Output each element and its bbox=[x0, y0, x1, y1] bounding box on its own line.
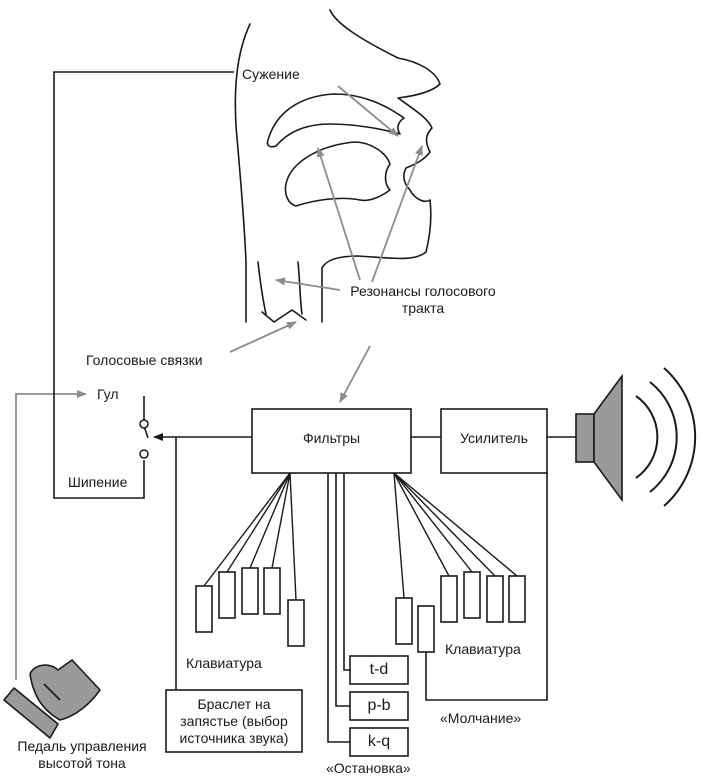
stop-key-td bbox=[349, 655, 409, 685]
keyboard-right-label: Клавиатура bbox=[445, 641, 521, 657]
switch-contact-hiss bbox=[139, 449, 149, 459]
wiring bbox=[53, 71, 576, 743]
key bbox=[486, 575, 504, 623]
right-keyboard bbox=[393, 472, 526, 653]
wrist-label-line2: запястье (выбор bbox=[180, 713, 288, 729]
wrist-label-line3: источника звука) bbox=[179, 730, 289, 746]
constriction-wire bbox=[53, 71, 234, 499]
face-profile-outline bbox=[321, 9, 441, 323]
constriction-label: Сужение bbox=[242, 66, 300, 82]
gray-arrows bbox=[15, 85, 423, 680]
resonances-label-line1: Резонансы голосового bbox=[350, 283, 496, 299]
hum-label: Гул bbox=[97, 386, 119, 402]
amplifier-box bbox=[440, 408, 548, 474]
silence-key bbox=[417, 605, 435, 653]
sound-waves-icon bbox=[635, 367, 697, 507]
silence-label: «Молчание» bbox=[440, 710, 522, 726]
pedal-label: Педаль управления высотой тона bbox=[2, 738, 162, 772]
switch-contact-hum bbox=[139, 419, 149, 429]
wrist-label-line1: Браслет на bbox=[197, 696, 271, 712]
resonance-arrow-1 bbox=[316, 147, 361, 281]
back-of-head-outline bbox=[234, 23, 251, 323]
epiglottis-outline bbox=[257, 261, 267, 315]
pedal-to-hum-arrow bbox=[15, 390, 87, 680]
key bbox=[241, 567, 259, 615]
key-td-label: t-d bbox=[369, 661, 389, 678]
resonances-label: Резонансы голосового тракта bbox=[336, 283, 510, 317]
key bbox=[463, 571, 481, 619]
resonance-arrow-3 bbox=[275, 277, 341, 291]
pedal-label-line2: высотой тона bbox=[38, 755, 126, 771]
palate-outline bbox=[266, 93, 405, 148]
key-kq-label: k-q bbox=[367, 733, 391, 750]
silence-wire bbox=[425, 473, 548, 701]
wrist-label: Браслет на запястье (выбор источника зву… bbox=[166, 696, 302, 747]
resonance-arrow-2 bbox=[371, 145, 423, 283]
filters-label: Фильтры bbox=[302, 430, 361, 446]
speaker-icon bbox=[575, 373, 623, 503]
vocal-cords-shape bbox=[261, 309, 307, 323]
head-to-filters-arrow bbox=[339, 345, 371, 403]
wrist-box bbox=[165, 689, 303, 753]
stop-key-kq bbox=[349, 727, 409, 757]
foot-pedal-icon bbox=[3, 659, 101, 739]
left-keyboard bbox=[195, 472, 305, 647]
amplifier-label: Усилитель bbox=[460, 430, 528, 446]
key-pb-label: p-b bbox=[367, 697, 391, 714]
keyboard-left-label: Клавиатура bbox=[186, 655, 262, 671]
vocal-cords-label: Голосовые связки bbox=[86, 352, 203, 368]
key bbox=[508, 575, 526, 623]
hiss-label: Шипение bbox=[68, 474, 128, 490]
head-cross-section bbox=[234, 9, 441, 323]
larynx-outline bbox=[297, 261, 303, 315]
key bbox=[395, 597, 413, 645]
stop-key-pb bbox=[349, 691, 409, 721]
constriction-arrow bbox=[337, 85, 399, 137]
pedal-label-line1: Педаль управления bbox=[17, 738, 147, 754]
key bbox=[263, 567, 281, 615]
stop-wire-2 bbox=[335, 473, 350, 707]
stop-wire-3 bbox=[343, 473, 350, 671]
key bbox=[440, 575, 458, 623]
key bbox=[287, 599, 305, 647]
tongue-outline bbox=[284, 141, 391, 207]
vocal-cords-arrow bbox=[229, 321, 297, 353]
key bbox=[218, 571, 236, 619]
resonances-label-line2: тракта bbox=[401, 300, 445, 316]
stop-wire-1 bbox=[327, 473, 350, 743]
key bbox=[195, 585, 213, 633]
stop-label: «Остановка» bbox=[326, 760, 411, 776]
filters-box bbox=[251, 408, 412, 474]
